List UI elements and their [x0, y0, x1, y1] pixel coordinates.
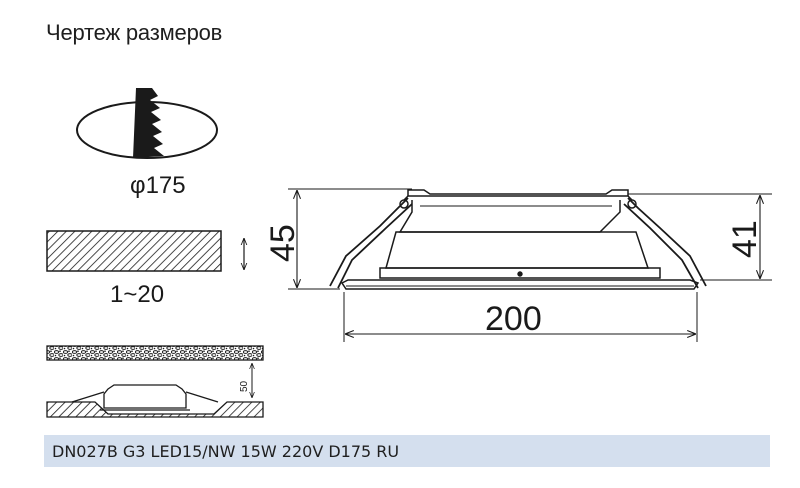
product-info-bar: DN027B G3 LED15/NW 15W 220V D175 RU	[44, 435, 770, 467]
product-code: DN027B G3 LED15/NW 15W 220V D175 RU	[52, 442, 400, 461]
dimension-drawing: φ175 1~20 50	[46, 88, 772, 418]
fixture-height-outer-label: 45	[264, 224, 302, 262]
ceiling-slab	[46, 230, 222, 272]
install-clearance-label: 50	[239, 380, 250, 392]
fixture-height-inner-label: 41	[726, 220, 764, 258]
cutout-diameter-label: φ175	[130, 172, 186, 199]
insulation-strip	[46, 345, 264, 361]
installed-view	[46, 363, 264, 418]
ceiling-thickness-label: 1~20	[110, 281, 164, 308]
cutout-icon	[76, 88, 218, 159]
page-title: Чертеж размеров	[46, 20, 223, 45]
fixture-side-view	[329, 189, 707, 290]
fixture-width-label: 200	[485, 300, 542, 338]
fixture-dimensions	[288, 188, 772, 342]
